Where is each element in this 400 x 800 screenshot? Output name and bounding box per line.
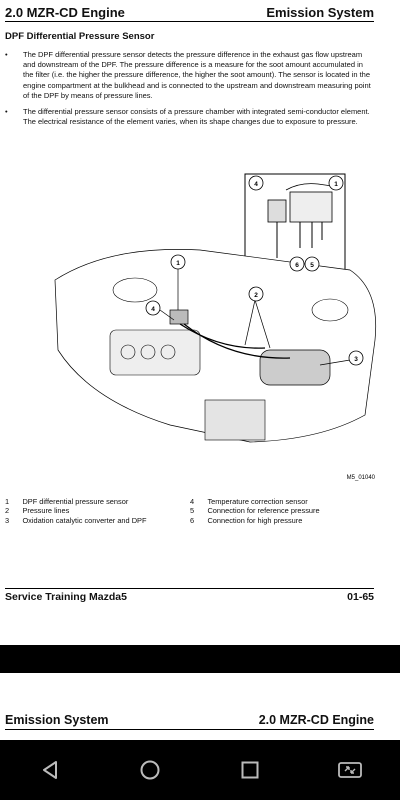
- svg-text:4: 4: [151, 306, 155, 313]
- engine-drawing: 4 1 6 5 1 2 3 4 M5_01040: [54, 173, 376, 481]
- next-header-right: 2.0 MZR-CD Engine: [258, 713, 374, 727]
- figure-legend: 1 DPF differential pressure sensor 4 Tem…: [5, 497, 375, 525]
- svg-text:3: 3: [354, 356, 358, 363]
- callout-4-inset: [248, 175, 264, 191]
- next-header-left: Emission System: [5, 713, 109, 727]
- figure-code: M5_01040: [347, 475, 376, 481]
- legend-text: DPF differential pressure sensor: [22, 497, 129, 506]
- page-footer: Service Training Mazda5 01-65: [5, 591, 374, 603]
- bullet-text: The differential pressure sensor consist…: [23, 107, 370, 127]
- bullet-item: • The DPF differential pressure sensor d…: [5, 50, 373, 101]
- legend-text: Oxidation catalytic converter and DPF: [22, 515, 147, 525]
- bullet-item: • The differential pressure sensor consi…: [5, 107, 373, 127]
- home-icon: [140, 760, 160, 780]
- pressure-line: [179, 323, 266, 349]
- svg-text:1: 1: [176, 260, 180, 267]
- legend-number: 4: [190, 497, 195, 506]
- legend-row: 3 Oxidation catalytic converter and DPF …: [5, 516, 375, 525]
- svg-text:1: 1: [334, 181, 338, 188]
- callout-6: [289, 256, 305, 272]
- legend-number: 5: [190, 506, 195, 516]
- callout-5: [304, 256, 320, 272]
- callout-1: [170, 254, 186, 270]
- page-separator: [0, 645, 400, 673]
- document-page: 2.0 MZR-CD Engine Emission System DPF Di…: [5, 2, 385, 603]
- header-right: Emission System: [266, 5, 374, 20]
- pressure-sensor: [169, 309, 189, 325]
- legend-text: Temperature correction sensor: [207, 497, 308, 506]
- footer-left: Service Training Mazda5: [5, 591, 127, 603]
- legend-number: 6: [190, 515, 195, 525]
- page-number: 01-65: [347, 591, 374, 603]
- bullet-text: The DPF differential pressure sensor det…: [23, 50, 371, 100]
- legend-number: 1: [5, 497, 10, 506]
- recents-icon: [241, 761, 259, 779]
- recents-button[interactable]: [228, 748, 272, 792]
- callout-4: [145, 300, 161, 316]
- svg-text:6: 6: [295, 262, 299, 269]
- bullet-glyph: •: [5, 50, 8, 59]
- svg-text:5: 5: [310, 262, 314, 269]
- footer-rule: [5, 588, 374, 589]
- section-title: DPF Differential Pressure Sensor: [5, 31, 155, 42]
- next-header-rule: [5, 729, 374, 730]
- back-icon: [43, 761, 57, 779]
- sensor-housing: [289, 191, 333, 223]
- legend-text: Connection for reference pressure: [207, 506, 320, 516]
- callout-1-inset: [328, 175, 344, 191]
- callout-2: [248, 286, 264, 302]
- legend-row: 1 DPF differential pressure sensor 4 Tem…: [5, 497, 375, 506]
- legend-text: Connection for high pressure: [207, 515, 303, 525]
- legend-text: Pressure lines: [22, 506, 70, 516]
- header-left: 2.0 MZR-CD Engine: [5, 5, 125, 20]
- next-page: Emission System 2.0 MZR-CD Engine: [0, 673, 400, 740]
- legend-number: 3: [5, 515, 10, 525]
- back-button[interactable]: [28, 748, 72, 792]
- sensor-body: [267, 199, 287, 223]
- page-header: 2.0 MZR-CD Engine Emission System: [5, 2, 374, 20]
- legend-number: 2: [5, 506, 10, 516]
- engine-illustration: 4 1 6 5 1 2 3 4 M5_01040: [50, 170, 385, 490]
- svg-text:4: 4: [254, 181, 258, 188]
- pressure-line: [183, 323, 291, 359]
- legend-row: 2 Pressure lines 5 Connection for refere…: [5, 506, 375, 515]
- engine-outline: [54, 249, 376, 443]
- android-nav-bar: [0, 740, 400, 800]
- bullet-list: • The DPF differential pressure sensor d…: [5, 50, 373, 133]
- svg-text:2: 2: [254, 292, 258, 299]
- bullet-glyph: •: [5, 107, 8, 117]
- next-page-header: Emission System 2.0 MZR-CD Engine: [5, 713, 374, 727]
- rotate-button[interactable]: [328, 748, 372, 792]
- header-rule: [5, 21, 374, 22]
- home-button[interactable]: [128, 748, 172, 792]
- rotate-screen-icon: [338, 762, 362, 778]
- callout-3: [348, 350, 364, 366]
- catalytic-converter: [259, 349, 331, 386]
